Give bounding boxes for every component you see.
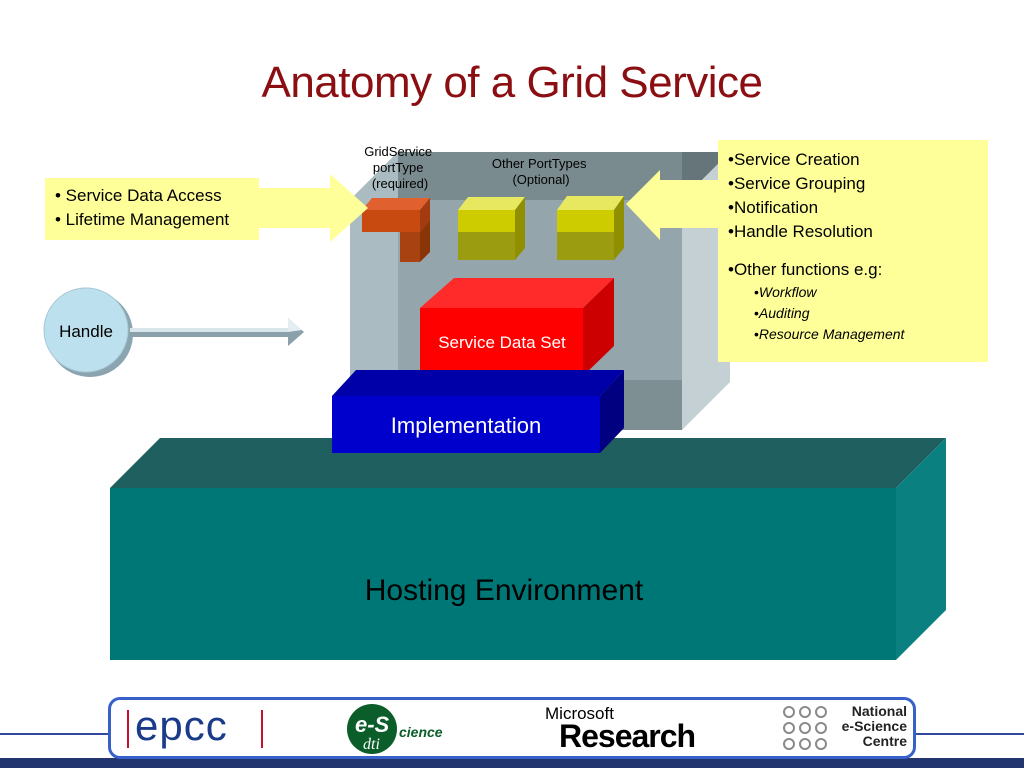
left-yellow-arrow xyxy=(258,174,368,242)
gridservice-label-line-1: GridService xyxy=(364,144,432,159)
right-note-sub-item: •Workflow xyxy=(754,284,817,300)
right-note-item: •Service Grouping xyxy=(728,174,866,193)
gridservice-label-line-2: portType xyxy=(373,160,424,175)
nesc-logo: National e-Science Centre xyxy=(779,704,909,754)
right-note-item: •Handle Resolution xyxy=(728,222,873,241)
left-note-box: • Service Data Access • Lifetime Managem… xyxy=(45,178,259,240)
right-note-other: •Other functions e.g: xyxy=(728,260,883,279)
handle-label: Handle xyxy=(59,322,113,341)
implementation-label: Implementation xyxy=(391,413,541,438)
right-note-item: •Service Creation xyxy=(728,150,860,169)
microsoft-research-logo: Microsoft Research xyxy=(545,704,696,754)
page-title: Anatomy of a Grid Service xyxy=(261,58,763,107)
hosting-environment-label: Hosting Environment xyxy=(365,574,644,607)
nesc-rings-icon xyxy=(783,706,827,750)
gridservice-porttype-label: GridService portType (required) xyxy=(364,144,436,191)
other-porttypes-line-1: Other PortTypes xyxy=(492,156,587,171)
footer-bar xyxy=(0,758,1024,768)
right-yellow-arrow xyxy=(626,170,720,240)
left-note-item: • Service Data Access xyxy=(55,186,222,205)
service-data-set-label: Service Data Set xyxy=(438,333,566,352)
other-porttypes-label: Other PortTypes (Optional) xyxy=(492,156,590,187)
handle-arrow xyxy=(130,318,304,346)
right-note-item: •Notification xyxy=(728,198,819,217)
escience-dti-logo: e-S cience dti xyxy=(347,702,467,758)
implementation-block: Implementation xyxy=(332,370,624,453)
other-porttype-cube-2 xyxy=(557,196,624,260)
handle-node: Handle xyxy=(43,287,133,377)
gridservice-label-line-3: (required) xyxy=(372,176,428,191)
gridservice-porttype-cube xyxy=(362,198,430,262)
right-note-sub-item: •Resource Management xyxy=(754,326,905,342)
left-note-item: • Lifetime Management xyxy=(55,210,230,229)
service-data-set-block: Service Data Set xyxy=(420,278,614,376)
other-porttype-cube-1 xyxy=(458,197,525,260)
right-note-box: •Service Creation •Service Grouping •Not… xyxy=(718,140,988,362)
hosting-environment-block: Hosting Environment xyxy=(110,438,946,660)
other-porttypes-line-2: (Optional) xyxy=(512,172,569,187)
footer-logo-box: epcc e-S cience dti Microsoft Research N… xyxy=(108,697,916,759)
epcc-logo: epcc xyxy=(127,702,263,750)
right-note-sub-item: •Auditing xyxy=(754,305,810,321)
